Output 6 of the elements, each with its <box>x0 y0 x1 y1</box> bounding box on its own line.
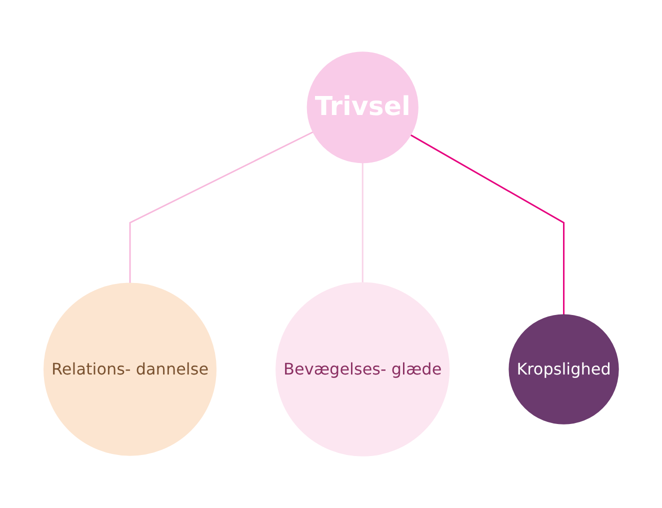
node-circle: Relations- dannelse <box>43 282 216 456</box>
connector <box>410 134 564 315</box>
connector <box>129 131 314 284</box>
node-circle: Kropslighed <box>508 314 619 424</box>
connector <box>362 162 364 283</box>
node-circle: Bevægelses- glæde <box>275 282 450 456</box>
